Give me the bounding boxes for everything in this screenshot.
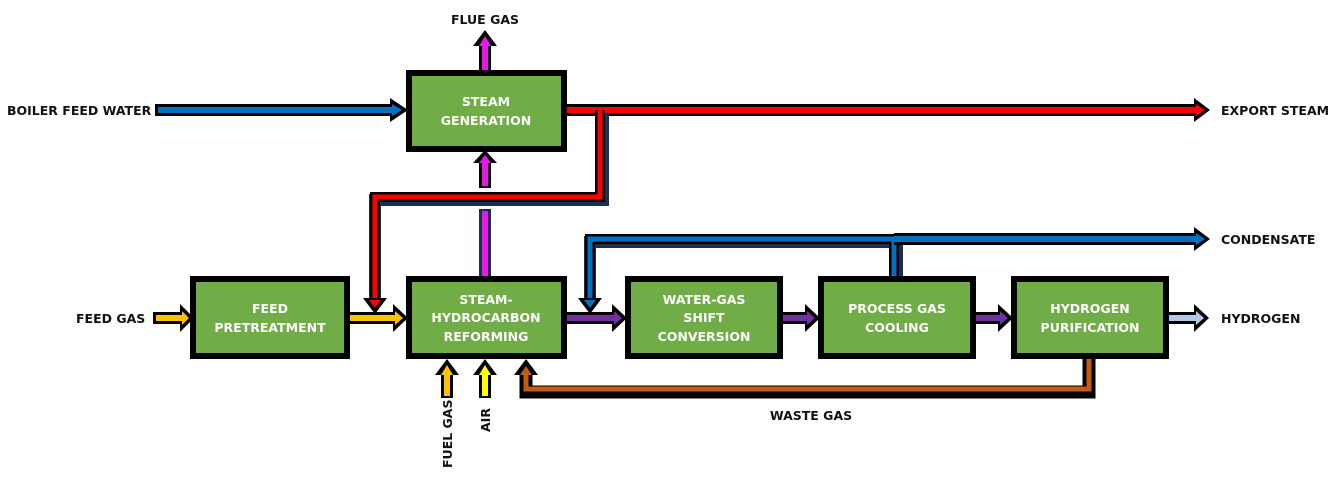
boiler-feed-water-stream (155, 98, 408, 122)
boiler-feed-water-label: BOILER FEED WATER (7, 103, 152, 118)
block-hydrogen-purification[interactable]: HYDROGEN PURIFICATION (1011, 276, 1169, 359)
block-label: CONVERSION (658, 329, 751, 344)
block-label: PURIFICATION (1041, 320, 1140, 335)
block-label: STEAM- (459, 292, 512, 307)
block-label: GENERATION (441, 113, 531, 128)
hot-flue-gas-stream (473, 150, 497, 279)
block-steam-generation[interactable]: STEAM GENERATION (406, 70, 567, 152)
feed-gas-stream (153, 304, 194, 332)
hydrogen-label: HYDROGEN (1221, 311, 1300, 326)
reformed-gas-stream (565, 304, 627, 332)
process-steam-stream (363, 110, 609, 314)
block-label: PROCESS GAS (848, 301, 946, 316)
fuel-gas-stream (435, 359, 459, 398)
flue-gas-stream (473, 30, 497, 70)
condensate-label: CONDENSATE (1221, 232, 1315, 247)
cooled-gas-stream (975, 304, 1013, 332)
block-steam-hydrocarbon-reforming[interactable]: STEAM- HYDROCARBON REFORMING (406, 276, 567, 359)
block-label: WATER-GAS (663, 292, 746, 307)
flue-gas-label: FLUE GAS (451, 12, 519, 27)
treated-feed-stream (350, 304, 408, 332)
block-label: SHIFT (683, 310, 725, 325)
block-water-gas-shift[interactable]: WATER-GAS SHIFT CONVERSION (625, 276, 783, 359)
block-label: REFORMING (444, 329, 529, 344)
fuel-gas-label: FUEL GAS (440, 400, 455, 468)
waste-gas-label: WASTE GAS (770, 408, 852, 423)
export-steam-stream (566, 98, 1210, 122)
waste-gas-stream (514, 358, 1096, 399)
block-feed-pretreatment[interactable]: FEED PRETREATMENT (190, 276, 350, 359)
block-label: STEAM (462, 94, 510, 109)
air-label: AIR (478, 408, 493, 432)
air-stream (473, 359, 497, 398)
block-label: COOLING (865, 320, 929, 335)
shifted-gas-stream (782, 304, 820, 332)
block-label: FEED (252, 301, 288, 316)
block-label: HYDROCARBON (431, 310, 540, 325)
export-steam-label: EXPORT STEAM (1221, 103, 1329, 118)
block-label: PRETREATMENT (214, 320, 326, 335)
feed-gas-label: FEED GAS (76, 311, 145, 326)
block-process-gas-cooling[interactable]: PROCESS GAS COOLING (818, 276, 976, 359)
block-label: HYDROGEN (1050, 301, 1129, 316)
hydrogen-stream (1168, 304, 1209, 332)
condensate-stream (578, 227, 1210, 314)
